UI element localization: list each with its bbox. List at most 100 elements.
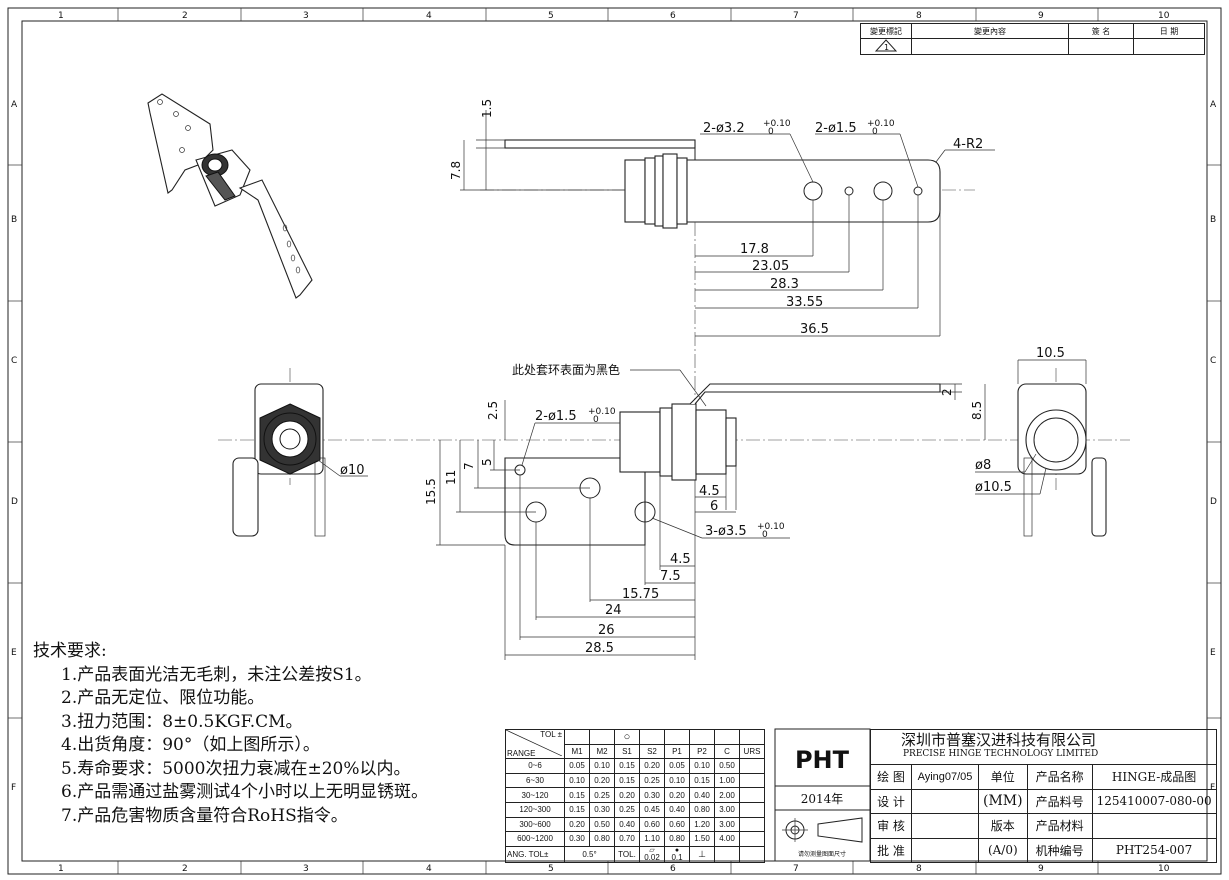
table-row: 审 核 版本 产品材料	[870, 813, 1217, 839]
geo-tol-label: TOL.	[614, 845, 640, 863]
rev-header-sign: 簽 名	[1068, 23, 1134, 39]
dim-2-phi3-2: 2-ø3.2	[703, 121, 745, 136]
dim-15-5: 15.5	[424, 478, 438, 505]
note-item: 3.扭力范围：8±0.5KGF.CM。	[61, 711, 303, 732]
technical-requirements: 技术要求: 1.产品表面光洁无毛刺，未注公差按S1。 2.产品无定位、限位功能。…	[33, 640, 503, 828]
dim-1-5: 1.5	[480, 99, 494, 118]
zone-col-1: 1	[58, 11, 64, 21]
dim-phi10: ø10	[340, 463, 365, 478]
dim-8-5: 8.5	[970, 401, 984, 420]
dim-4-5-a: 4.5	[699, 484, 720, 499]
company-name-en: PRECISE HINGE TECHNOLOGY LIMITED	[903, 749, 1099, 759]
roundness-cell: ●0.1	[664, 845, 690, 863]
dim-26: 26	[598, 623, 615, 638]
dim-tol-zero-c: 0	[593, 415, 599, 425]
dim-phi10-5: ø10.5	[975, 480, 1012, 495]
tol-header: S1	[614, 743, 640, 760]
dim-4-r2: 4-R2	[953, 137, 983, 152]
dim-5: 5	[480, 458, 494, 466]
dim-36-5: 36.5	[800, 322, 829, 337]
dim-2-5: 2.5	[486, 401, 500, 420]
tol-corner-cell: TOL ± RANGE	[505, 728, 565, 760]
dim-phi8: ø8	[975, 458, 991, 473]
dim-7: 7	[462, 462, 476, 470]
note-item: 2.产品无定位、限位功能。	[61, 688, 265, 708]
zone-col-8-bottom: 8	[916, 864, 922, 874]
table-row: 绘 图 Aying07/05 单位 产品名称 HINGE-成品图	[870, 764, 1217, 790]
left-view	[218, 368, 1130, 537]
zone-col-4: 4	[426, 11, 432, 21]
dim-tol-zero-b: 0	[872, 127, 878, 137]
dim-2: 2	[940, 388, 954, 396]
dim-7-8: 7.8	[449, 161, 463, 180]
front-view	[436, 369, 986, 660]
dim-23-05: 23.05	[752, 259, 789, 274]
zone-labels-left: A B C D E F	[11, 100, 18, 793]
zone-col-6: 6	[670, 11, 676, 21]
outer-frame	[7, 7, 1222, 875]
dim-24: 24	[605, 603, 622, 618]
tol-header: URS	[739, 743, 765, 760]
dim-3-phi3-5: 3-ø3.5	[705, 524, 747, 539]
dim-tol-zero-d: 0	[762, 530, 768, 540]
zone-row-e-right: E	[1210, 648, 1216, 658]
dim-tol-plus-d: +0.10	[757, 522, 785, 532]
zone-col-1-bottom: 1	[58, 864, 64, 874]
note-item: 7.产品危害物质含量符合RoHS指令。	[61, 805, 348, 826]
zone-col-6-bottom: 6	[670, 864, 676, 874]
black-surface-note: 此处套环表面为黑色	[512, 363, 620, 377]
tol-corner-top: TOL ±	[540, 730, 562, 739]
zone-col-9-bottom: 9	[1038, 864, 1044, 874]
pht-logo: PHT	[795, 746, 850, 774]
rev-header-content: 變更內容	[911, 23, 1069, 39]
zone-col-2: 2	[182, 11, 188, 21]
note-item: 1.产品表面光洁无毛刺，未注公差按S1。	[61, 664, 372, 685]
tol-header: S2	[639, 743, 665, 760]
notes-title: 技术要求:	[33, 641, 107, 661]
dim-33-55: 33.55	[786, 295, 823, 310]
zone-col-10-bottom: 10	[1158, 864, 1170, 874]
rev-mark-triangle: 1	[860, 38, 912, 55]
top-view-dims: 1.5 7.8 2-ø3.2 +0.10 0 2-ø1.5 +0.10 0 4-…	[449, 99, 983, 337]
dim-28-3: 28.3	[770, 277, 799, 292]
zone-row-c-right: C	[1210, 356, 1216, 366]
tol-header: M2	[589, 743, 615, 760]
zone-labels-bottom: 1 2 3 4 5 6 7 8 9 10	[58, 864, 1170, 874]
dim-11: 11	[444, 470, 458, 485]
dim-6: 6	[710, 499, 718, 514]
top-view	[460, 110, 995, 440]
zone-col-10: 10	[1158, 11, 1170, 21]
zone-col-9: 9	[1038, 11, 1044, 21]
rev-header-mark: 變更標記	[860, 23, 912, 39]
zone-col-7-bottom: 7	[793, 864, 799, 874]
tolerance-table: TOL ± RANGE ○ M1 M2 S1 S2 P1 P2 C URS 0~…	[505, 728, 765, 863]
revision-table: 變更標記 變更內容 簽 名 日 期 1	[860, 23, 1205, 55]
zone-row-a-right: A	[1210, 100, 1217, 110]
dim-4-5-b: 4.5	[670, 552, 691, 567]
dim-28-5: 28.5	[585, 641, 614, 656]
zone-labels-top: 1 2 3 4 5 6 7 8 9 10	[58, 11, 1170, 21]
title-block: 深圳市普塞汉进科技有限公司 PRECISE HINGE TECHNOLOGY L…	[870, 729, 1217, 863]
flatness-cell: ▱0.02	[639, 845, 665, 863]
dim-tol-zero-a: 0	[768, 127, 774, 137]
zone-row-b-right: B	[1210, 215, 1216, 225]
dim-tol-plus-a: +0.10	[763, 119, 791, 129]
note-item: 5.寿命要求：5000次扭力衰减在±20%以内。	[61, 758, 411, 779]
zone-row-e: E	[11, 648, 17, 658]
ang-tol-value: 0.5°	[564, 845, 615, 863]
zone-col-3-bottom: 3	[303, 864, 309, 874]
zone-row-f: F	[11, 783, 16, 793]
note-item: 4.出货角度：90°（如上图所示）。	[61, 735, 320, 755]
projection-symbol	[782, 817, 863, 843]
note-item: 6.产品需通过盐雾测试4个小时以上无明显锈斑。	[61, 782, 429, 802]
tol-header: P2	[689, 743, 715, 760]
zone-labels-right: A B C D E F	[1210, 100, 1217, 793]
table-row: ANG. TOL± 0.5° TOL. ▱0.02 ●0.1 ⊥	[505, 845, 765, 863]
